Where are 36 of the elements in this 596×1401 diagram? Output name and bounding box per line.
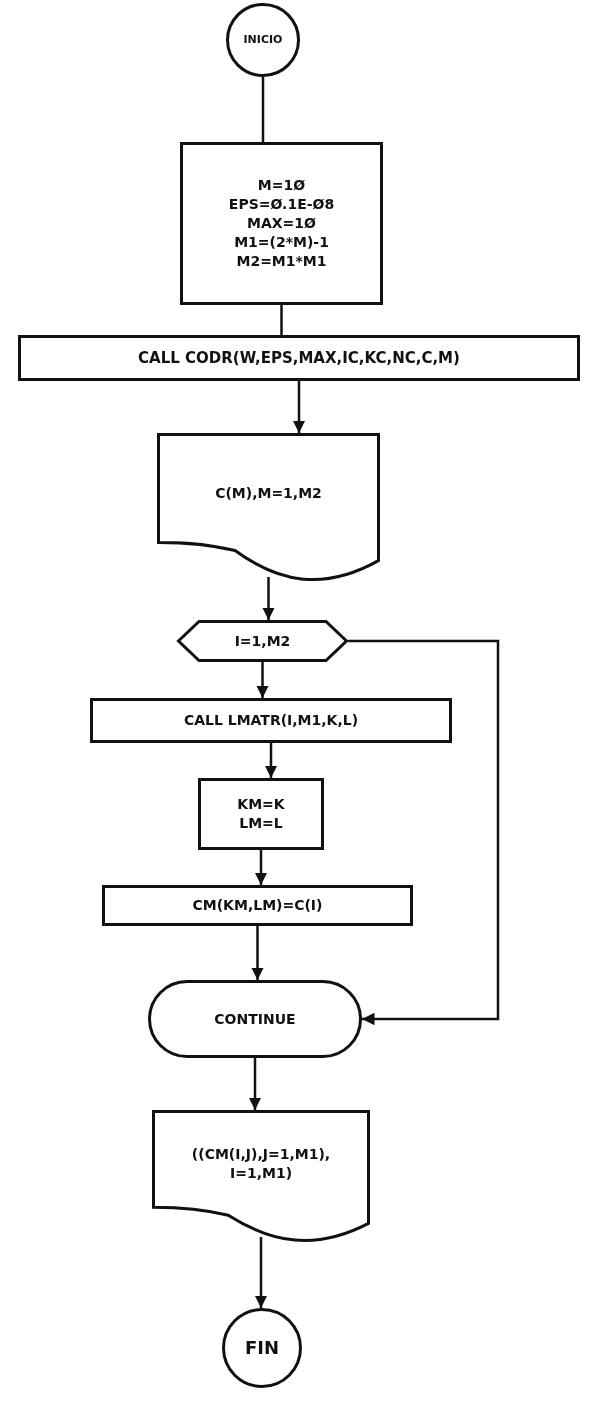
arrow: [251, 926, 264, 980]
arrow: [262, 577, 275, 620]
process-box: [180, 142, 383, 305]
node-text: C(M),M=1,M2: [215, 484, 322, 504]
node-text: M2=M1*M1: [236, 251, 327, 271]
connector-line: [261, 77, 265, 142]
arrow: [248, 1058, 262, 1110]
node-text: M=1Ø: [257, 176, 306, 196]
process-box: [18, 335, 580, 381]
process-box: [198, 778, 324, 850]
node-text: INICIO: [243, 32, 283, 48]
node-text: CM(KM,LM)=C(I): [192, 896, 323, 915]
document-shape: [152, 1110, 370, 1245]
loop-hexagon: [177, 620, 348, 662]
node-text: MAX=1Ø: [247, 214, 316, 233]
process-box: [102, 885, 413, 926]
process-box: [90, 698, 452, 743]
node-text: EPS=Ø.1E-Ø8: [228, 195, 335, 215]
arrow: [254, 1237, 268, 1308]
connector-line: [280, 305, 283, 335]
terminal-circle: [226, 3, 300, 77]
arrow: [292, 381, 306, 433]
node-text: I=1,M2: [234, 631, 291, 651]
node-text: M1=(2*M)-1: [234, 232, 329, 252]
terminal-circle: [222, 1308, 302, 1388]
node-text: FIN: [244, 1335, 280, 1360]
arrow: [254, 850, 268, 885]
arrow: [264, 743, 278, 778]
node-text: ((CM(I,J),J=1,M1), I=1,M1): [190, 1145, 332, 1183]
node-text: LM=L: [239, 814, 283, 833]
arrow: [348, 639, 500, 1026]
node-text: CALL LMATR(I,M1,K,L): [183, 711, 359, 730]
node-text: CALL CODR(W,EPS,MAX,IC,KC,NC,C,M): [138, 347, 460, 369]
arrow: [256, 662, 269, 698]
node-text: KM=K: [237, 795, 285, 814]
node-text: CONTINUE: [214, 1009, 296, 1029]
